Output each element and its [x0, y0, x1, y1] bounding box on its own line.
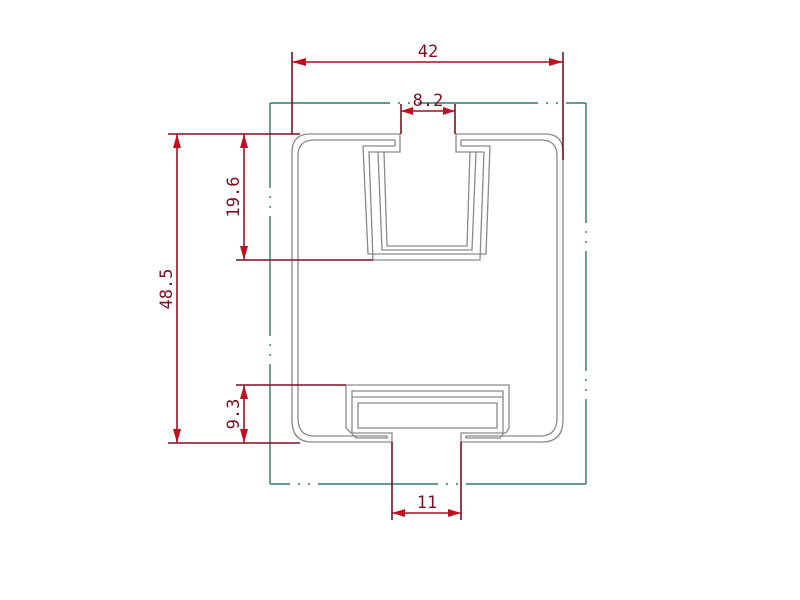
profile-outline — [291, 133, 564, 443]
dimension-bottom-channel-depth: 9.3 — [224, 385, 248, 443]
top-channel-depth-label: 19.6 — [224, 177, 244, 218]
centerline-frame — [269, 102, 587, 485]
left-extension-lines — [168, 133, 373, 444]
overall-width-label: 42 — [418, 42, 438, 62]
overall-height-label: 48.5 — [157, 269, 177, 310]
bottom-opening-label: 11 — [417, 493, 437, 513]
dimension-slot-width: 8.2 — [400, 91, 456, 134]
slot-width-label: 8.2 — [413, 91, 444, 111]
dimension-overall-height: 48.5 — [157, 134, 181, 443]
dimension-bottom-opening: 11 — [391, 442, 462, 520]
dimension-top-channel-depth: 19.6 — [224, 134, 248, 260]
bottom-channel-depth-label: 9.3 — [224, 399, 244, 430]
dimension-overall-width: 42 — [291, 42, 564, 160]
